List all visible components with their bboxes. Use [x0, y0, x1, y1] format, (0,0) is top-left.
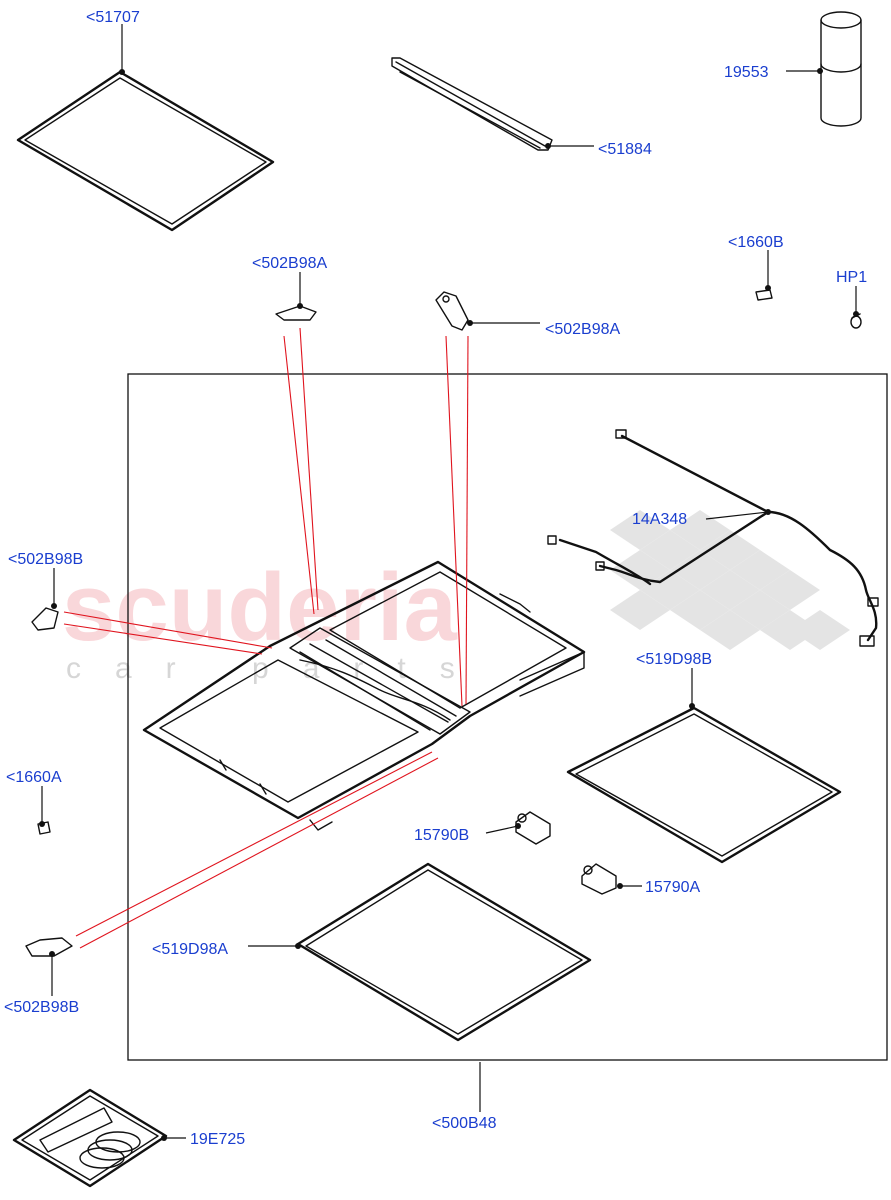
callout-502b98b-left[interactable]: <502B98B [8, 551, 83, 568]
watermark-checker [610, 510, 850, 650]
projection-lines [63, 327, 469, 949]
motor-15790b [515, 811, 551, 845]
callout-labels: <51707 <51884 19553 <502B98A <502B98A <1… [4, 9, 867, 1148]
bracket-502b98b-bottom [25, 937, 73, 957]
deflector-strip [391, 57, 553, 151]
clip-1660b [755, 289, 773, 301]
watermark-tagline: car parts [66, 652, 489, 685]
wiring-harness [547, 429, 879, 647]
glass-panel-seal [16, 70, 275, 232]
spray-can [820, 11, 862, 127]
bracket-502b98b-left [31, 607, 59, 631]
motor-15790a [581, 863, 617, 895]
assembly-box [127, 373, 888, 1061]
callout-15790a[interactable]: 15790A [645, 879, 700, 896]
sunblind-front [296, 862, 592, 1042]
callout-1660a[interactable]: <1660A [6, 769, 62, 786]
callout-19e725[interactable]: 19E725 [190, 1131, 245, 1148]
bracket-502b98a-right [435, 291, 469, 331]
callout-19553[interactable]: 19553 [724, 64, 769, 81]
bracket-502b98a-top [275, 305, 317, 321]
callout-519d98b[interactable]: <519D98B [636, 651, 712, 668]
repair-kit [12, 1088, 168, 1188]
callout-51707[interactable]: <51707 [86, 9, 140, 26]
callout-hp1[interactable]: HP1 [836, 269, 867, 286]
callout-500b48[interactable]: <500B48 [432, 1115, 497, 1132]
watermark-brand: scuderia [62, 554, 457, 661]
sunblind-rear [566, 706, 842, 864]
watermark: scuderia car parts [62, 510, 850, 685]
callout-502b98a-right[interactable]: <502B98A [545, 321, 621, 338]
callout-51884[interactable]: <51884 [598, 141, 652, 158]
callout-519d98a[interactable]: <519D98A [152, 941, 228, 958]
callout-502b98a-top[interactable]: <502B98A [252, 255, 328, 272]
callout-1660b[interactable]: <1660B [728, 234, 784, 251]
callout-502b98b-bottom[interactable]: <502B98B [4, 999, 79, 1016]
callout-14a348[interactable]: 14A348 [632, 511, 687, 528]
leader-lines [39, 24, 859, 1141]
sunroof-frame [142, 560, 586, 831]
callout-15790b[interactable]: 15790B [414, 827, 469, 844]
